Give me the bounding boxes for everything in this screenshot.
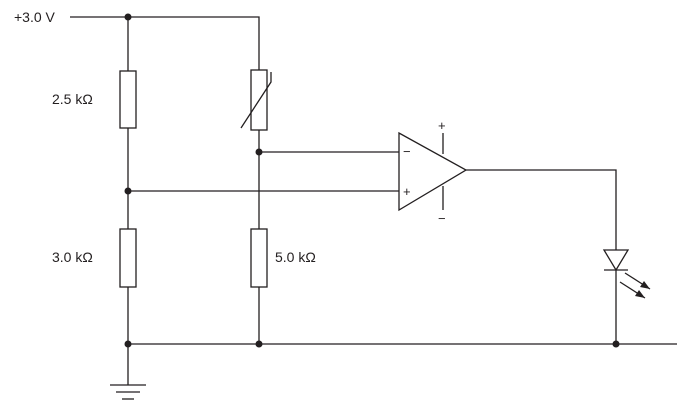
resistor-top-left	[119, 70, 137, 129]
junction-dots	[124, 13, 620, 348]
resistor-bottom-right-label: 5.0 kΩ	[275, 249, 316, 265]
supply-voltage-label: +3.0 V	[14, 9, 56, 25]
opamp-supply-negative-sign: −	[438, 211, 446, 226]
ground-symbol	[110, 384, 146, 400]
thermistor-symbol	[240, 69, 272, 131]
wires	[70, 16, 677, 385]
resistor-bottom-right	[250, 228, 268, 288]
opamp-supply-positive-sign: +	[438, 118, 446, 133]
resistor-top-left-label: 2.5 kΩ	[52, 91, 93, 107]
resistor-bottom-left-label: 3.0 kΩ	[52, 249, 93, 265]
led-symbol	[602, 249, 651, 299]
op-amp-symbol	[398, 131, 468, 212]
opamp-inverting-sign: −	[403, 144, 411, 159]
resistor-bottom-left	[119, 228, 137, 288]
opamp-noninverting-sign: +	[403, 184, 411, 199]
